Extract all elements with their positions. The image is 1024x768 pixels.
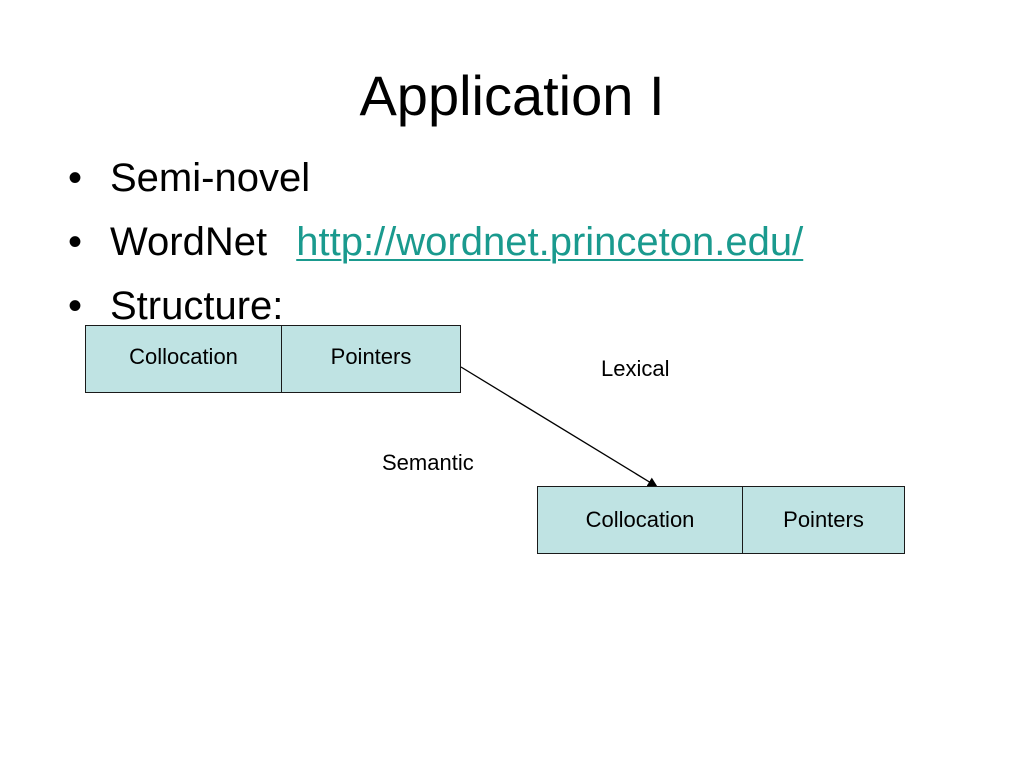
pointers-cell: Pointers	[783, 507, 864, 532]
bullet-text: WordNet	[110, 220, 268, 264]
pointers-cell: Pointers	[330, 344, 412, 369]
slide-title: Application I	[359, 64, 665, 127]
bullet-semi-novel: • Semi-novel	[68, 146, 803, 210]
bullet-list: • Semi-novel • WordNet http://wordnet.pr…	[68, 146, 803, 338]
wordnet-link[interactable]: http://wordnet.princeton.edu/	[296, 220, 804, 264]
lexical-label: Lexical	[601, 356, 670, 381]
bullet-text: Structure:	[110, 284, 284, 328]
bullet-wordnet: • WordNet http://wordnet.princeton.edu/	[68, 210, 803, 274]
record-top: Collocation Pointers	[85, 325, 461, 393]
bullet-dot: •	[68, 156, 83, 200]
bullet-text: Semi-novel	[110, 156, 311, 200]
bullet-dot: •	[68, 220, 83, 264]
bullet-structure: • Structure:	[68, 274, 803, 338]
record-bottom: Collocation Pointers	[537, 486, 905, 554]
collocation-cell: Collocation	[538, 487, 743, 553]
arrow-line	[460, 366, 658, 488]
semantic-label: Semantic	[382, 450, 474, 475]
collocation-cell: Collocation	[86, 326, 282, 392]
bullet-dot: •	[68, 284, 83, 328]
